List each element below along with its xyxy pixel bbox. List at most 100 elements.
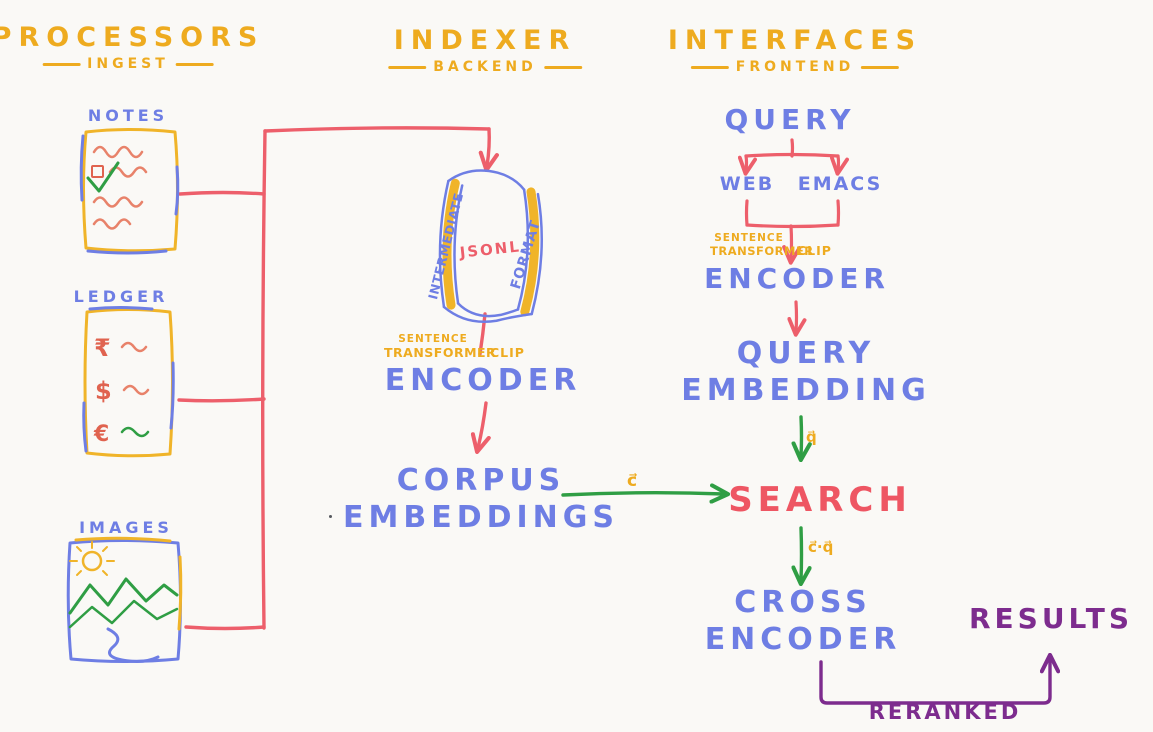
notes-scribble: [92, 218, 132, 230]
dot-product-label: c⃗·q⃗: [808, 538, 834, 556]
images-card-border-accent: [177, 555, 183, 631]
notes-scribble: [92, 196, 144, 208]
interfaces-encoder-caption: SENTENCE TRANSFORMER: [710, 232, 814, 258]
notes-checkbox: [91, 165, 104, 178]
edge-merge-drop: [782, 224, 802, 265]
header-interfaces: INTERFACES FRONTEND: [668, 25, 922, 75]
edge-web-drop: [737, 154, 757, 176]
scroll-right-ribbon: [520, 187, 540, 317]
ledger-card-border-accent: [88, 306, 154, 311]
ledger-currency: €: [93, 422, 109, 447]
mountains-icon: [68, 577, 179, 615]
edge-query-bar: [744, 152, 840, 158]
ledger-scribble: [120, 426, 150, 438]
underline-dash: [690, 65, 729, 69]
edge-emacs-down: [836, 199, 841, 227]
corpus-line1: CORPUS: [396, 463, 566, 498]
notes-card-border-accent: [86, 249, 168, 255]
caption-transformer: TRANSFORMER: [710, 244, 814, 258]
edge-emacs-drop: [829, 154, 849, 176]
header-title: INTERFACES: [667, 25, 923, 56]
stray-mark: [329, 515, 332, 518]
header-subtitle: INGEST: [42, 56, 214, 72]
jsonl-scroll: INTERMEDIATE JSONL FORMAT: [425, 169, 544, 324]
corpus-vector-label: c⃗: [627, 471, 638, 491]
ledger-scribble: [122, 384, 150, 396]
reranked-label: RERANKED: [868, 700, 1022, 724]
scroll-outline: [438, 169, 543, 324]
edge-notes-to-trunk: [178, 190, 266, 196]
caption-sentence: SENTENCE: [398, 333, 468, 345]
underline-dash: [175, 62, 214, 66]
results-node: RESULTS: [968, 602, 1134, 635]
interfaces-encoder: ENCODER: [704, 262, 890, 295]
caption-clip: CLIP: [797, 243, 832, 258]
emacs-node: EMACS: [797, 173, 883, 195]
ledger-currency: ₹: [94, 334, 111, 362]
notes-card-border: [82, 128, 179, 253]
header-title: PROCESSORS: [0, 22, 265, 53]
ledger-scribble: [120, 341, 148, 353]
header-subtitle: FRONTEND: [690, 59, 900, 75]
notes-card-border-accent: [174, 165, 180, 216]
caption-transformer: TRANSFORMER: [384, 345, 497, 360]
scroll-center-text: JSONL: [458, 237, 522, 261]
web-node: WEB: [719, 173, 775, 195]
edge-scroll-drop: [478, 127, 499, 173]
notes-scribble: [92, 145, 144, 159]
rerank-wire: [819, 652, 1061, 705]
header-indexer: INDEXER BACKEND: [388, 25, 582, 75]
sun-icon: [81, 550, 103, 572]
images-label: IMAGES: [79, 518, 173, 537]
similarity-wires: [561, 415, 812, 587]
edge-search-to-cross: [791, 526, 812, 587]
cross-encoder: CROSS ENCODER: [705, 584, 902, 658]
river-icon: [106, 627, 160, 663]
header-subtitle-label: FRONTEND: [735, 59, 855, 75]
cross-encoder-line2: ENCODER: [704, 622, 902, 657]
notes-card: [79, 128, 180, 255]
header-processors: PROCESSORS INGEST: [0, 22, 264, 72]
query-node: QUERY: [724, 103, 856, 136]
indexer-encoder: ENCODER: [384, 363, 582, 398]
notes-card-border-accent: [79, 134, 85, 202]
search-node: SEARCH: [728, 480, 912, 520]
cross-encoder-line1: CROSS: [734, 585, 872, 620]
header-subtitle-label: INGEST: [87, 56, 169, 72]
edge-images-to-trunk: [184, 625, 266, 631]
edge-encoder-to-qemb: [787, 300, 807, 337]
caption-clip: CLIP: [490, 345, 525, 360]
ledger-card-border-accent: [169, 361, 175, 430]
header-title: INDEXER: [393, 25, 577, 56]
query-embedding: QUERY EMBEDDING: [681, 335, 930, 409]
notes-checkmark: [86, 161, 120, 193]
edge-cross-to-results: [819, 652, 1061, 705]
query-vector-label: q⃗: [806, 428, 817, 446]
underline-dash: [861, 65, 900, 69]
header-subtitle-label: BACKEND: [433, 59, 537, 75]
interface-wires: [737, 138, 849, 337]
underline-dash: [42, 62, 81, 66]
corpus-embeddings: CORPUS EMBEDDINGS: [343, 462, 619, 536]
sun-rays: [69, 541, 115, 576]
mountains-icon: [68, 599, 179, 629]
edge-scroll-to-encoder: [478, 312, 487, 356]
edge-encoder-to-corpus: [470, 401, 491, 455]
query-embedding-line1: QUERY: [736, 336, 876, 371]
edge-trunk-to-scroll-top: [263, 126, 491, 133]
edge-qemb-to-search: [791, 415, 812, 463]
indexer-encoder-caption: SENTENCE TRANSFORMER: [384, 333, 497, 360]
images-card-border-accent: [74, 536, 172, 543]
underline-dash: [543, 65, 582, 69]
edge-web-down: [744, 199, 749, 227]
underline-dash: [388, 65, 427, 69]
ledger-card-border-accent: [82, 401, 88, 453]
images-card: [66, 536, 183, 663]
corpus-line2: EMBEDDINGS: [342, 500, 620, 535]
header-subtitle: BACKEND: [388, 59, 582, 75]
scroll-left-ribbon: [442, 178, 460, 310]
caption-sentence: SENTENCE: [714, 232, 784, 244]
edge-corpus-to-search: [561, 483, 731, 504]
